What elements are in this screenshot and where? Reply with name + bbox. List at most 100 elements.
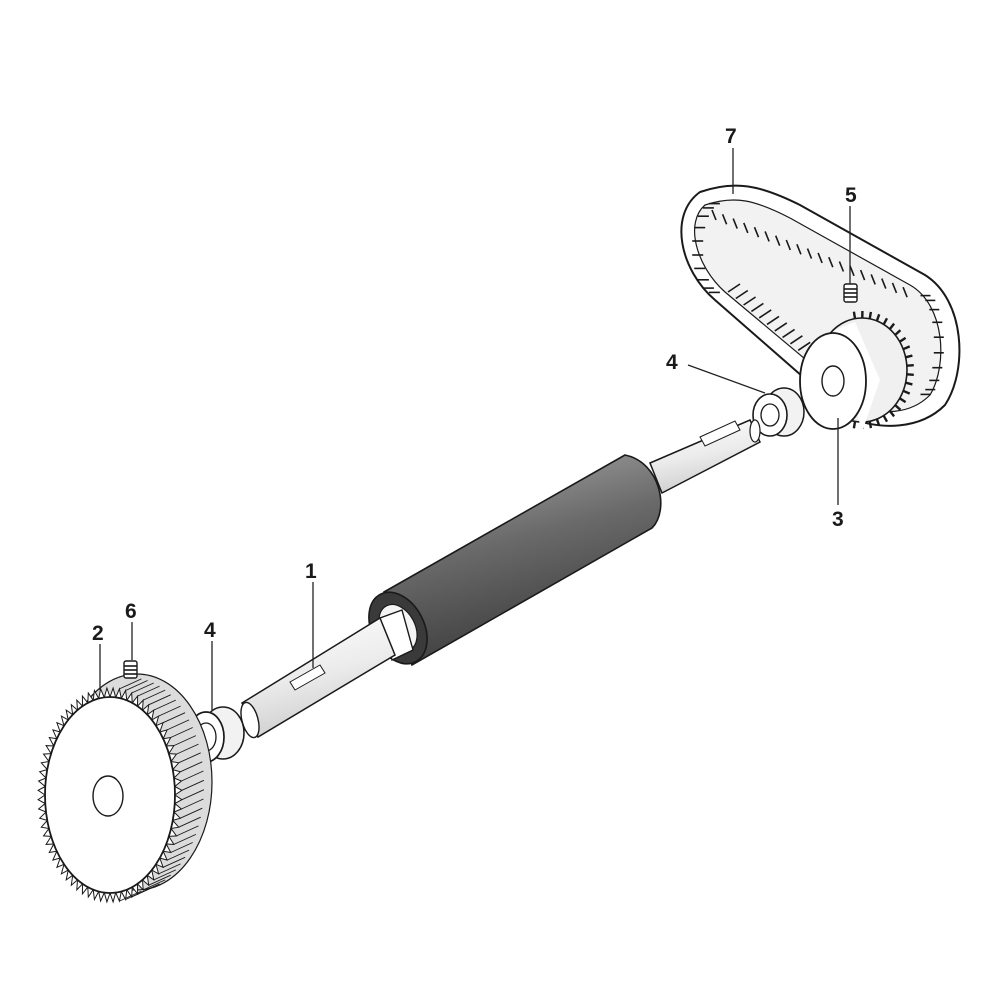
gear-tooth — [115, 687, 122, 699]
gear-tooth-side — [178, 752, 201, 764]
gear-tooth-side — [148, 694, 171, 706]
gear-tooth-side — [176, 743, 199, 755]
belt-tooth — [881, 278, 887, 289]
gear-tooth — [45, 836, 54, 845]
belt-tooth — [870, 274, 876, 285]
gear-tooth-side — [125, 680, 148, 691]
belt-tooth — [828, 256, 834, 268]
gear-tooth-side — [173, 735, 197, 747]
belt-tooth — [902, 286, 908, 298]
gear-tooth-side — [180, 761, 203, 773]
callout-5: 5 — [845, 184, 857, 207]
gear-tooth-side — [181, 789, 205, 801]
gear-tooth — [109, 892, 117, 904]
belt-tooth — [735, 289, 749, 300]
pulley-teeth — [852, 310, 914, 430]
gear-tooth — [98, 891, 105, 903]
gear-tooth-side — [162, 856, 186, 868]
gear-tooth — [151, 864, 160, 875]
gear-tooth — [65, 870, 73, 882]
pulley-tooth — [902, 345, 911, 351]
gear-tooth-side — [173, 833, 197, 845]
belt-tooth — [774, 322, 788, 332]
gear-tooth-side — [181, 798, 204, 810]
gear-tooth-side — [148, 874, 171, 886]
gear-tooth — [103, 686, 111, 698]
pulley-tooth — [868, 420, 873, 429]
gear-tooth — [159, 850, 168, 861]
gear-tooth-side — [137, 685, 160, 697]
pulley-tooth — [894, 404, 902, 411]
gear-tooth — [56, 721, 65, 733]
gear-tooth — [70, 875, 78, 887]
callout-3: 3 — [832, 508, 844, 531]
gear-tooth — [174, 786, 183, 796]
pulley-tooth — [875, 313, 881, 322]
gear-tooth-side — [153, 699, 176, 711]
gear-tooth — [159, 729, 168, 740]
gear-tooth — [147, 870, 155, 882]
pulley-tooth — [852, 311, 857, 319]
gear-tooth-side — [170, 727, 193, 738]
gear-tooth-side — [143, 689, 166, 701]
belt-tooth — [859, 269, 866, 281]
gear-tooth — [52, 729, 61, 740]
gear-teeth-rear — [119, 678, 205, 902]
pulley-tooth — [905, 381, 913, 386]
gear-tooth-side — [166, 849, 190, 861]
belt-tooth — [711, 209, 717, 221]
pulley-tooth — [882, 317, 889, 325]
callout-7: 7 — [725, 125, 737, 148]
gear-tooth — [76, 879, 83, 892]
gear-tooth — [120, 688, 128, 701]
gear-tooth — [45, 745, 54, 754]
gear-tooth — [120, 889, 128, 902]
belt-tooth — [789, 335, 803, 345]
gear-tooth-side — [180, 807, 203, 819]
gear-tooth — [37, 803, 47, 813]
belt-tooth — [758, 309, 772, 319]
gear-tooth — [65, 708, 73, 720]
belt-tooth — [753, 226, 760, 238]
pulley-tooth — [902, 389, 911, 395]
callout-4-right: 4 — [666, 351, 678, 374]
gear-tooth — [60, 715, 69, 726]
gear-tooth-side — [131, 682, 154, 694]
gear-tooth-side — [125, 889, 148, 900]
gear-tooth-side — [170, 842, 193, 853]
gear-tooth — [109, 686, 117, 698]
gear-tooth — [70, 703, 78, 715]
callout-4-left: 4 — [204, 619, 216, 642]
gear-tooth — [37, 786, 46, 796]
set-screw-gear — [123, 660, 138, 679]
gear-tooth — [147, 708, 155, 720]
pulley-tooth — [882, 415, 889, 423]
callout-6: 6 — [125, 600, 137, 623]
gear-teeth-front — [37, 686, 183, 904]
pulley — [799, 310, 914, 432]
gear-tooth — [103, 892, 111, 904]
pulley-tooth — [888, 410, 896, 418]
gear-tooth — [115, 891, 122, 903]
belt-tooth — [743, 296, 757, 306]
gear-tooth — [151, 715, 160, 726]
belt-tooth — [732, 218, 738, 229]
gear-tooth — [163, 843, 172, 854]
gear-tooth — [155, 721, 164, 733]
pulley-tooth — [868, 311, 873, 320]
gear-tooth — [76, 698, 83, 711]
gear-tooth — [166, 745, 175, 754]
belt-tooth — [782, 328, 796, 339]
spur-gear — [37, 673, 213, 904]
gear-tooth-side — [143, 879, 166, 891]
gear-tooth — [142, 703, 150, 715]
pulley-tooth — [899, 336, 907, 343]
belt-tooth — [721, 214, 728, 225]
gear-tooth-side — [166, 719, 190, 731]
gear-tooth — [52, 850, 61, 861]
gear-tooth-side — [119, 678, 142, 690]
belt-tooth — [750, 302, 764, 313]
gear-tooth — [155, 857, 164, 869]
gear-tooth — [48, 843, 57, 854]
